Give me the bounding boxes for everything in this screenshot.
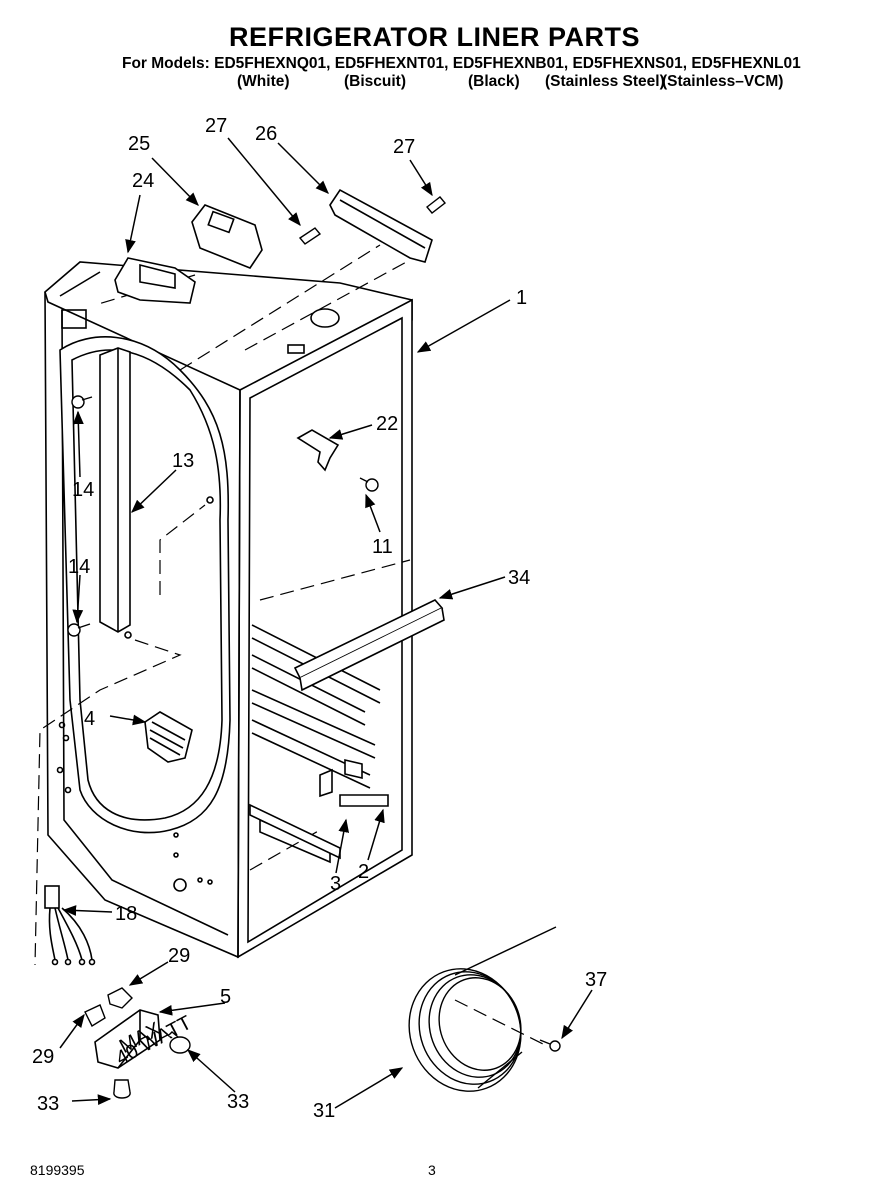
- screw-11: [359, 477, 379, 492]
- part-4-grille: [144, 711, 193, 763]
- finish-biscuit: (Biscuit): [344, 73, 406, 90]
- callout-5: 5: [220, 986, 231, 1008]
- part-34-cover: [293, 599, 445, 692]
- part-18-wire-harness: [44, 885, 96, 966]
- finish-black: (Black): [468, 73, 520, 90]
- callout-34: 34: [508, 567, 530, 589]
- callout-27-b: 27: [393, 136, 415, 158]
- callout-31: 31: [313, 1100, 335, 1122]
- part-2-and-3-guides: [249, 758, 389, 860]
- part-26-shield: [329, 188, 433, 263]
- part-25-duct: [191, 204, 263, 269]
- callout-2: 2: [358, 861, 369, 883]
- screw-37: [539, 1039, 561, 1052]
- leader-lines: [59, 137, 593, 1109]
- callout-24: 24: [132, 170, 154, 192]
- callout-numbers: 27 26 25 24 27 1 22 13 14 11 14 34 4 3 2…: [32, 115, 607, 1122]
- finish-stainless-vcm: (Stainless–VCM): [662, 73, 784, 90]
- finish-white: (White): [237, 73, 290, 90]
- part-24-control: [114, 257, 196, 304]
- callout-14-a: 14: [72, 479, 94, 501]
- part-29-clip-lower: [84, 1004, 106, 1027]
- callout-27-a: 27: [205, 115, 227, 137]
- callout-29-a: 29: [168, 945, 190, 967]
- screw-27-b: [425, 196, 447, 214]
- part-5-light-socket: [94, 1009, 161, 1069]
- callout-13: 13: [172, 450, 194, 472]
- callout-37: 37: [585, 969, 607, 991]
- callout-33-b: 33: [227, 1091, 249, 1113]
- part-33-bulb-left: [113, 1079, 131, 1099]
- part-22-bracket: [296, 429, 340, 472]
- part-13-shelf-rail: [99, 347, 131, 633]
- part-33-bulb-right: [167, 1031, 191, 1054]
- callout-3: 3: [330, 873, 341, 895]
- doc-number: 8199395: [30, 1162, 85, 1178]
- screw-27-a: [298, 227, 322, 245]
- part-31-water-tube-coil: [408, 926, 557, 1092]
- screw-14-lower: [67, 623, 91, 637]
- callout-22: 22: [376, 413, 398, 435]
- page-header: REFRIGERATOR LINER PARTS For Models: ED5…: [0, 0, 869, 100]
- callout-26: 26: [255, 123, 277, 145]
- models-line: For Models: ED5FHEXNQ01, ED5FHEXNT01, ED…: [122, 55, 801, 72]
- page-title: REFRIGERATOR LINER PARTS: [228, 22, 640, 52]
- callout-14-b: 14: [68, 556, 90, 578]
- screw-14-upper: [71, 395, 93, 409]
- callout-18: 18: [115, 903, 137, 925]
- callout-4: 4: [84, 708, 95, 730]
- callout-1: 1: [516, 287, 527, 309]
- callout-33-a: 33: [37, 1093, 59, 1115]
- page-number: 3: [428, 1162, 436, 1178]
- part-29-clip-upper: [107, 987, 133, 1009]
- callout-29-b: 29: [32, 1046, 54, 1068]
- callout-25: 25: [128, 133, 150, 155]
- callout-11: 11: [372, 536, 393, 558]
- finish-stainless-steel: (Stainless Steel): [545, 73, 665, 90]
